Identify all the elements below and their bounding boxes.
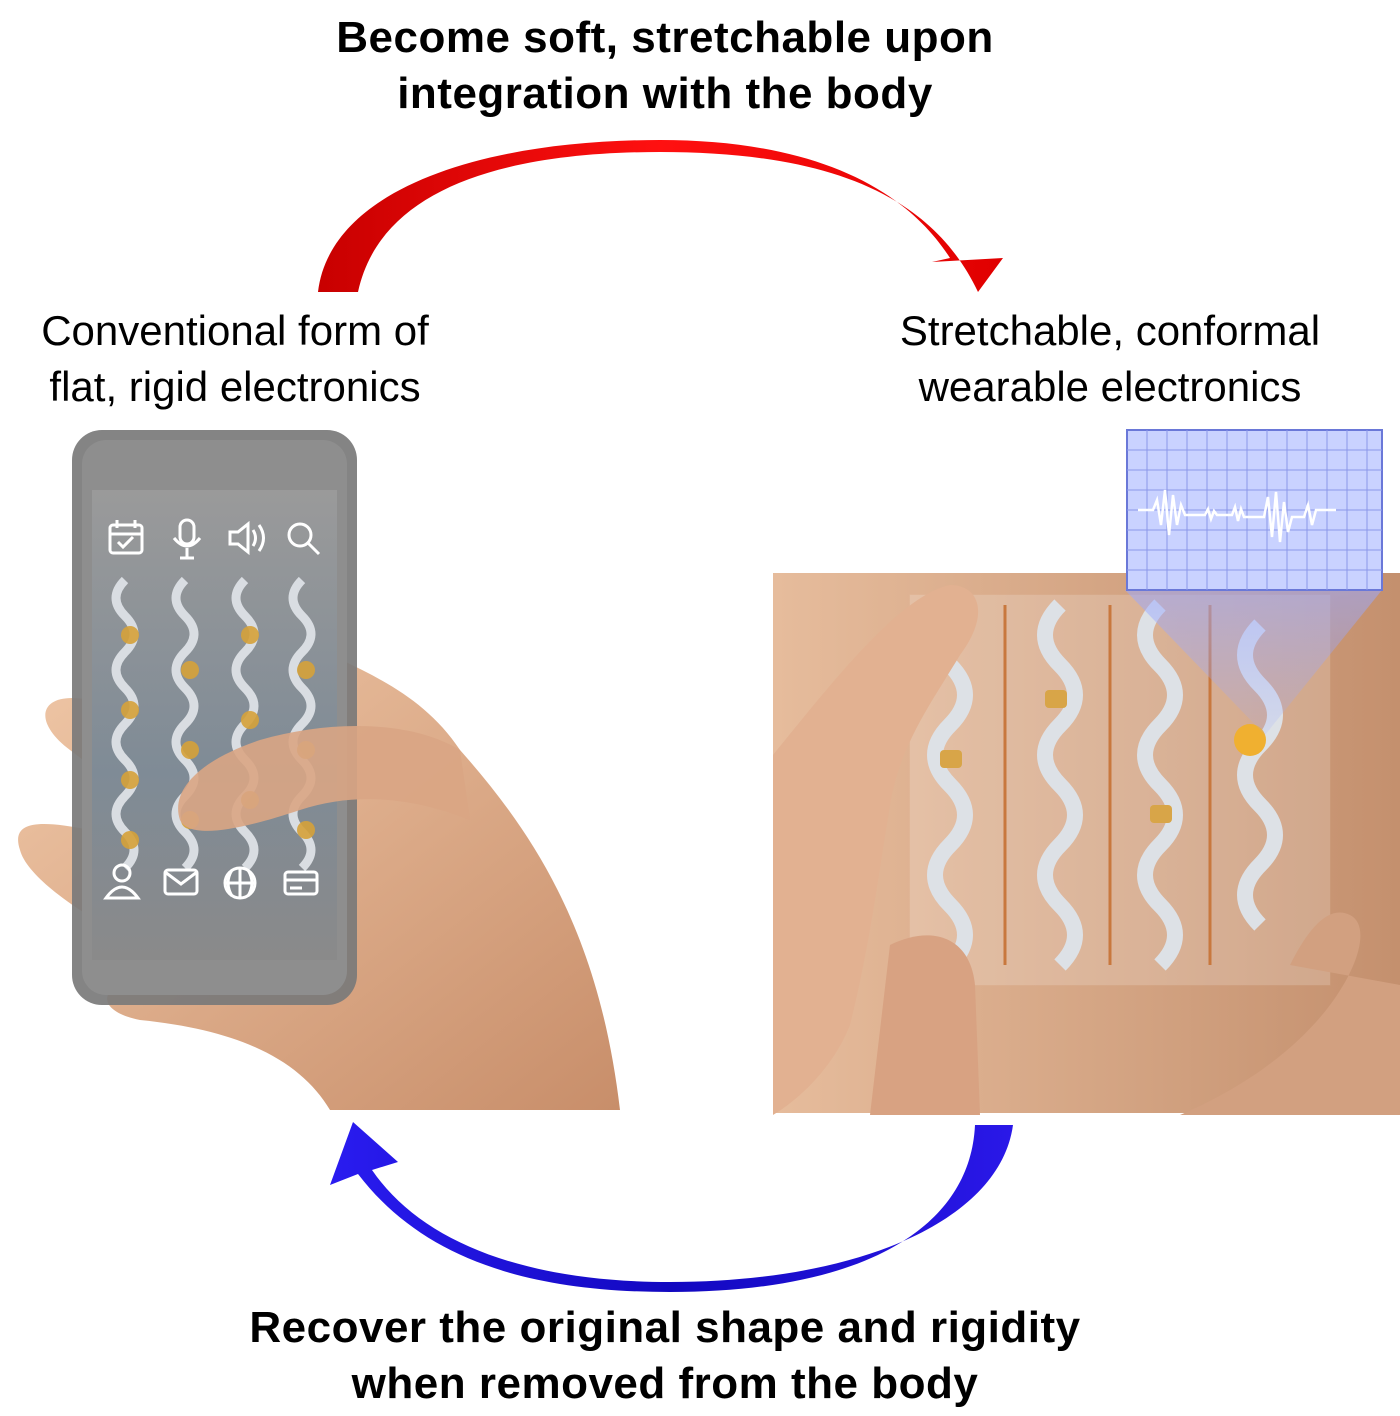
- bottom-caption-line2: when removed from the body: [351, 1359, 979, 1408]
- phone-bottom-icons: [103, 863, 319, 900]
- right-hand-lower: [870, 935, 980, 1115]
- search-icon: [287, 522, 321, 556]
- top-caption-line2: integration with the body: [397, 69, 933, 118]
- bottom-caption-line1: Recover the original shape and rigidity: [249, 1303, 1081, 1352]
- bottom-blue-arrow: [330, 1122, 1013, 1292]
- mail-icon: [163, 868, 199, 896]
- contacts-icon: [103, 863, 141, 900]
- bottom-caption: Recover the original shape and rigidity …: [0, 1300, 1365, 1412]
- phone-in-hand-image: [18, 430, 620, 1110]
- right-caption-line2: wearable electronics: [918, 363, 1302, 410]
- right-caption: Stretchable, conformal wearable electron…: [860, 303, 1360, 415]
- top-red-arrow: [318, 140, 1003, 292]
- right-caption-line1: Stretchable, conformal: [899, 307, 1321, 354]
- right-thumb-left: [773, 585, 979, 1115]
- left-caption-line2: flat, rigid electronics: [49, 363, 421, 410]
- globe-icon: [223, 866, 257, 900]
- wearable-on-wrist-image: [773, 429, 1400, 1115]
- calendar-icon: [108, 520, 144, 555]
- waveform-signal: [1138, 489, 1336, 543]
- left-thumb: [178, 726, 471, 831]
- phone-top-icons: [108, 518, 321, 560]
- right-hand-right: [1180, 912, 1400, 1115]
- signal-beam: [1125, 590, 1382, 735]
- top-caption: Become soft, stretchable upon integratio…: [0, 10, 1365, 122]
- left-caption: Conventional form of flat, rigid electro…: [10, 303, 460, 415]
- left-caption-line1: Conventional form of: [41, 307, 429, 354]
- speaker-icon: [228, 520, 265, 556]
- waveform-panel: [1126, 429, 1383, 591]
- microphone-icon: [172, 518, 202, 560]
- top-caption-line1: Become soft, stretchable upon: [336, 13, 994, 62]
- card-icon: [283, 870, 319, 896]
- wrist-gold-pads: [940, 690, 1266, 823]
